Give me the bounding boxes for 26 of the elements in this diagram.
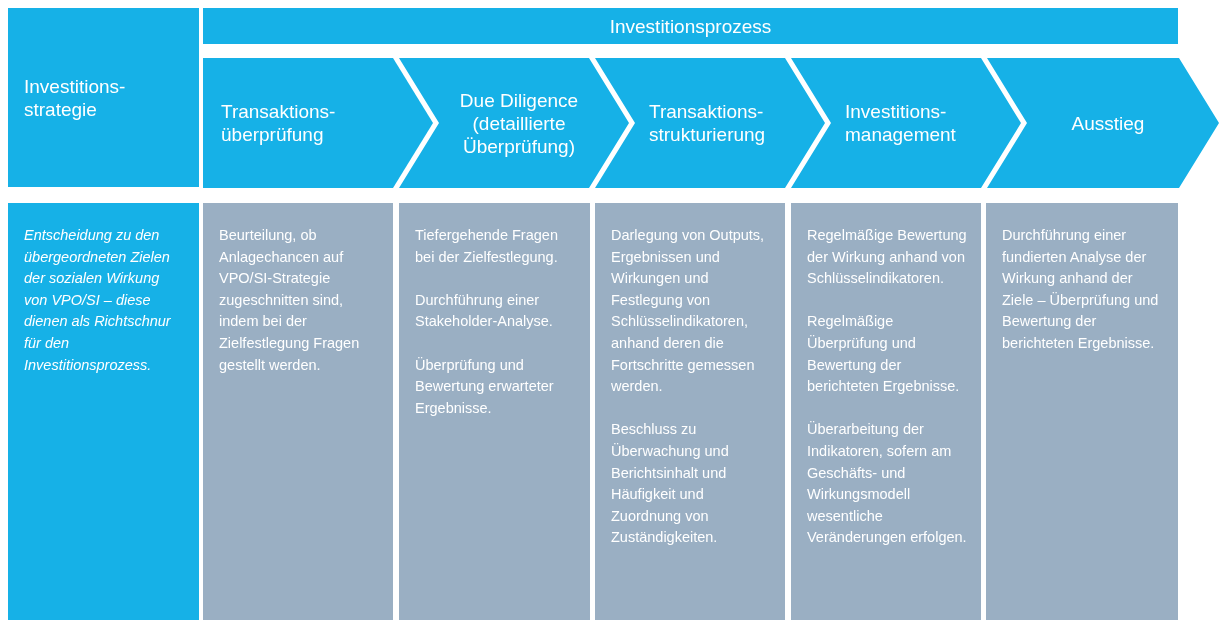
description-text: Beschluss zu Überwachung und Berichtsinhalt und Häufigkeit und Zuordnung von Zuständigkeiten.	[611, 420, 730, 548]
description-text: Überarbeitung der Indikatoren, sofern am Geschäfts- und Wirkungsmodell wesentliche Veränderungen erfolgen.	[807, 420, 967, 548]
description-text: Beurteilung, ob Anlagechancen auf VPO/SI-Strategie zugeschnitten sind, indem bei der Zielfestlegung Fragen gestellt werden.	[219, 226, 361, 375]
step-title: Transaktions- strukturierung	[649, 100, 767, 146]
description-text: Darlegung von Outputs, Ergebnissen und Wirkungen und Festlegung von Schlüsselindikatoren, anhand deren die Fortschritte gemessen werden.	[611, 226, 766, 397]
step-title: Transaktions- überprüfung	[221, 100, 337, 146]
description-text: Überprüfung und Bewertung erwarteter Ergebnisse.	[415, 355, 555, 418]
description-text: Durchführung einer fundierten Analyse der Wirkung anhand der Ziele – Überprüfung und Bewertung der berichteten Ergebnisse.	[1002, 226, 1160, 353]
step-description-panel	[203, 203, 393, 620]
description-text: Durchführung einer Stakeholder-Analyse.	[415, 290, 554, 332]
description-text: Tiefergehende Fragen bei der Zielfestlegung.	[415, 226, 559, 267]
band-title: Investitionsprozess	[609, 14, 772, 38]
step-description-panel	[791, 203, 981, 620]
strategy-title: Investitions- strategie	[24, 74, 127, 121]
description-text: Entscheidung zu den übergeordneten Zielen der sozialen Wirkung von VPO/SI – diese dienen als Richtschnur für den Investitionsprozess.	[24, 226, 172, 375]
step-description-panel	[986, 203, 1178, 620]
step-description-panel	[399, 203, 590, 620]
step-description-panel	[595, 203, 785, 620]
step-title: Investitions- management	[845, 100, 957, 146]
step-title: Ausstieg	[1071, 111, 1145, 135]
step-title: Due Diligence (detaillierte Überprüfung)	[458, 88, 580, 158]
strategy-description-panel	[8, 203, 199, 620]
description-text: Regelmäßige Bewertung der Wirkung anhand von Schlüsselindikatoren.	[807, 226, 967, 289]
description-text: Regelmäßige Überprüfung und Bewertung der berichteten Ergebnisse.	[807, 312, 961, 397]
process-band	[203, 8, 1178, 44]
strategy-box	[8, 8, 199, 187]
